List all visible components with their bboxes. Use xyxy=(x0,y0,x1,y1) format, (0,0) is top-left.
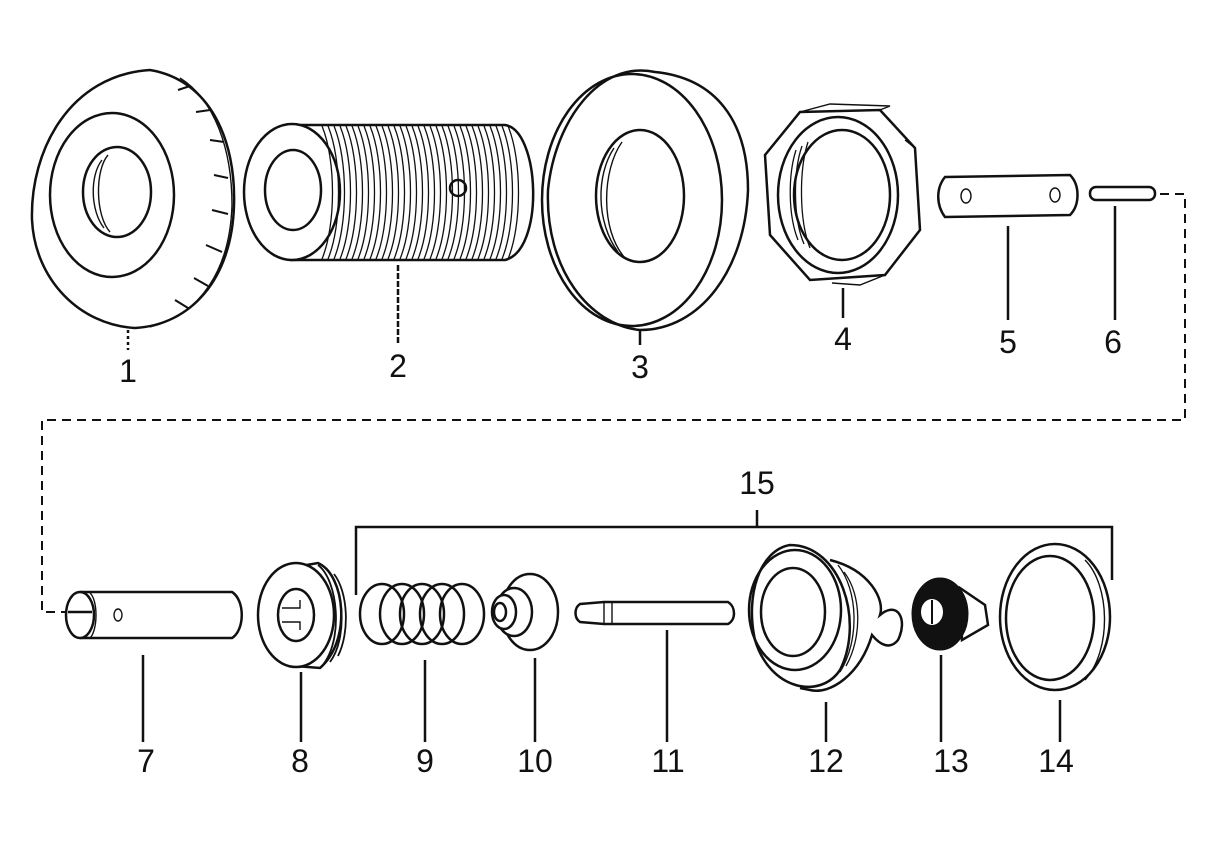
part-label-7: 7 xyxy=(137,743,155,779)
sleeve-thread-line xyxy=(357,125,370,260)
spring-coil xyxy=(418,582,466,646)
part-2-threaded-sleeve xyxy=(242,122,535,262)
part-7-shaft xyxy=(64,590,243,640)
part-14-gasket xyxy=(998,542,1112,692)
sleeve-thread-line xyxy=(387,125,400,260)
part-10-poppet xyxy=(490,572,560,652)
sleeve-thread-line xyxy=(453,125,466,260)
sleeve-thread-line xyxy=(369,125,382,260)
sleeve-thread-line xyxy=(381,125,394,260)
part-label-1: 1 xyxy=(119,353,137,389)
sleeve-thread-line xyxy=(507,125,520,260)
part-3-washer-plate xyxy=(540,69,750,332)
part-8-cap xyxy=(256,561,347,670)
spring-coil xyxy=(358,582,406,646)
sleeve-thread-line xyxy=(399,125,412,260)
part-label-9: 9 xyxy=(416,743,434,779)
sleeve-thread-line xyxy=(321,125,334,260)
spring-coil xyxy=(438,582,486,646)
assembly-label: 15 xyxy=(739,465,775,501)
part-label-3: 3 xyxy=(631,349,649,385)
sleeve-thread-line xyxy=(429,125,442,260)
part-label-11: 11 xyxy=(651,743,684,779)
part-6-pin xyxy=(1088,185,1157,202)
part-12-seat-body xyxy=(747,543,904,692)
part-label-13: 13 xyxy=(933,743,969,779)
part-label-14: 14 xyxy=(1038,743,1074,779)
sleeve-thread-line xyxy=(435,125,448,260)
sleeve-thread-line xyxy=(417,125,430,260)
sleeve-thread-line xyxy=(345,125,358,260)
sleeve-thread-line xyxy=(363,125,376,260)
sleeve-thread-line xyxy=(495,125,508,260)
leader-lines-top xyxy=(126,206,1117,350)
spring-coil xyxy=(378,582,426,646)
sleeve-thread-line xyxy=(471,125,484,260)
sleeve-thread-line xyxy=(459,125,472,260)
connector-dashed-line xyxy=(41,193,1186,613)
leader-lines-bottom xyxy=(141,630,1062,742)
part-label-6: 6 xyxy=(1104,324,1122,360)
part-5-link xyxy=(937,173,1079,219)
sleeve-thread-line xyxy=(327,125,340,260)
part-label-10: 10 xyxy=(517,743,553,779)
part-4-hex-nut xyxy=(763,103,922,286)
sleeve-thread-line xyxy=(501,125,514,260)
spring-coil xyxy=(398,582,446,646)
sleeve-thread-line xyxy=(333,125,346,260)
sleeve-thread-line xyxy=(411,125,424,260)
sleeve-thread-line xyxy=(465,125,478,260)
part-label-12: 12 xyxy=(808,743,844,779)
part-label-4: 4 xyxy=(834,321,852,357)
part-1-flange xyxy=(30,68,236,330)
sleeve-thread-line xyxy=(423,125,436,260)
sleeve-thread-line xyxy=(483,125,496,260)
sleeve-thread-line xyxy=(489,125,502,260)
part-label-2: 2 xyxy=(389,348,407,384)
sleeve-thread-line xyxy=(393,125,406,260)
sleeve-thread-line xyxy=(351,125,364,260)
part-9-spring xyxy=(358,582,486,646)
part-11-stem xyxy=(574,600,736,626)
assembly-bracket xyxy=(354,525,1114,595)
part-label-5: 5 xyxy=(999,324,1017,360)
sleeve-thread-line xyxy=(339,125,352,260)
sleeve-thread-line xyxy=(375,125,388,260)
part-label-8: 8 xyxy=(291,743,309,779)
sleeve-thread-line xyxy=(405,125,418,260)
sleeve-thread-line xyxy=(477,125,490,260)
part-13-seal xyxy=(911,577,990,651)
sleeve-thread-line xyxy=(447,125,460,260)
